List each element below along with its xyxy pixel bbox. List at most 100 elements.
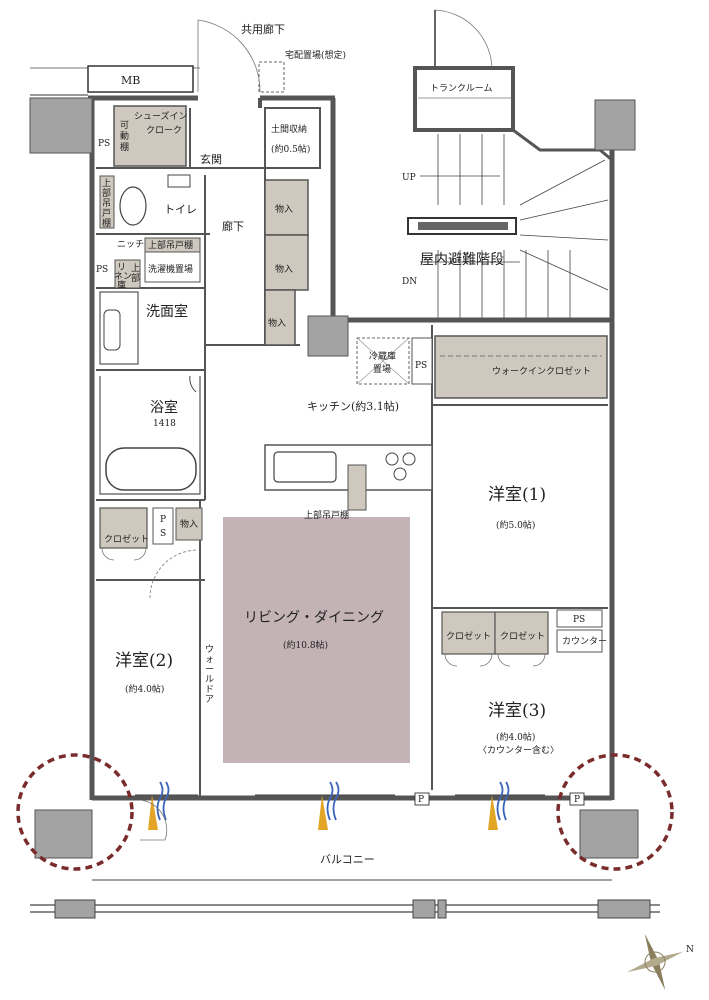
room2-ps-box [152, 507, 174, 545]
room3-closet-doors [444, 653, 546, 667]
label-closet-r1: クロゼット [446, 630, 491, 642]
label-living-size: (約10.8帖) [283, 639, 328, 651]
balcony-post-right [597, 899, 651, 919]
balcony-post-mid [412, 899, 436, 919]
label-upper-small-1: 上 [131, 263, 140, 274]
label-wall-door-2: ォ [205, 655, 214, 665]
label-room3-size: (約4.0帖) [496, 731, 535, 743]
label-storage-3: 物入 [268, 317, 286, 329]
label-ps-top: PS [98, 139, 110, 149]
label-counter: カウンター [562, 636, 607, 647]
balcony-door-swing [139, 799, 168, 841]
column-top-left [29, 97, 93, 154]
label-storage-living: 物入 [180, 518, 198, 530]
label-upper-toilet-3: 吊 [102, 198, 111, 209]
storage-2-box [264, 234, 309, 291]
label-upper-toilet-2: 部 [102, 187, 111, 199]
column-mid [307, 315, 349, 357]
label-upper-toilet-5: 棚 [102, 217, 111, 229]
stove-burners [385, 452, 416, 481]
label-up: UP [402, 173, 416, 183]
column-bottom-left [34, 809, 93, 859]
shoes-in-cloak-box [113, 105, 187, 167]
room2-closet-doors [101, 547, 147, 561]
label-earth-storage: 土間収納 [271, 123, 307, 135]
label-fridge-2: 置場 [373, 363, 391, 375]
room2-closet-box [99, 507, 148, 549]
label-mb: MB [121, 74, 140, 87]
label-niche: ニッチ [117, 239, 144, 250]
label-kitchen: キッチン(約3.1帖) [307, 399, 399, 413]
label-wall-door-6: ア [205, 695, 214, 705]
fridge-cross-2 [356, 337, 410, 385]
label-wall-door-5: ド [205, 685, 214, 695]
toilet-upper-cabinet [99, 175, 115, 229]
label-wall-door-3: ー [205, 665, 214, 675]
label-room1: 洋室(1) [488, 485, 546, 505]
label-trunk-room: トランクルーム [430, 83, 492, 94]
label-bath-size: 1418 [153, 419, 176, 429]
bath-wall [99, 376, 201, 495]
room3-closet-left-box [441, 611, 496, 655]
label-living: リビング・ダイニング [244, 610, 384, 626]
room3-ps-box [556, 609, 603, 628]
label-p2: P [574, 795, 580, 805]
label-storage-1: 物入 [275, 203, 293, 215]
room3-closet-right-box [494, 611, 549, 655]
label-room2: 洋室(2) [115, 651, 173, 671]
balcony-post-left [54, 899, 96, 919]
label-room2-size: (約4.0帖) [125, 683, 164, 695]
balcony-post-mid2 [437, 899, 447, 919]
flame-icon [148, 795, 498, 830]
label-storage-2: 物入 [275, 263, 293, 275]
highlight-circle-left [16, 753, 134, 871]
label-fridge-1: 冷蔵庫 [369, 350, 396, 362]
label-room1-size: (約5.0帖) [496, 519, 535, 531]
label-earth-storage-size: (約0.5帖) [271, 143, 310, 155]
compass-icon [626, 933, 684, 991]
storage-1-box [264, 179, 309, 236]
label-room3: 洋室(3) [488, 701, 546, 721]
label-linen-1: リ [117, 263, 126, 273]
label-ps-right: PS [573, 615, 585, 625]
label-shoes-in: シューズイン [134, 110, 188, 122]
label-ps-kitchen: PS [415, 361, 427, 371]
label-laundry: 洗濯機置場 [148, 263, 193, 275]
label-toilet: トイレ [164, 203, 197, 216]
label-common-corridor: 共用廊下 [241, 22, 285, 36]
label-walkin-closet: ウォークインクロゼット [492, 365, 591, 377]
label-cloak: クローク [146, 125, 182, 136]
storage-3-box [264, 289, 296, 346]
bathtub [105, 447, 197, 491]
label-movable-1: 可 [120, 120, 129, 131]
entrance-door-swing [197, 19, 261, 93]
delivery-box-area [258, 61, 285, 93]
kitchen-sink [273, 451, 337, 483]
living-storage-box [175, 507, 203, 541]
linen-box [114, 259, 141, 289]
label-linen-3: 庫 [117, 279, 126, 291]
label-ps-mid: PS [96, 265, 108, 275]
label-delivery-box: 宅配置場(想定) [285, 49, 346, 61]
label-closet-room2: クロゼット [104, 533, 149, 545]
label-dn: DN [402, 277, 417, 287]
kitchen-ps-box [411, 337, 433, 385]
label-balcony: バルコニー [320, 853, 375, 866]
room2-door-swing [149, 549, 199, 599]
label-stairs: 屋内避難階段 [420, 252, 504, 268]
label-movable-2: 動 [120, 131, 129, 142]
room3-counter-box [556, 629, 603, 653]
label-upper-small-2: 部 [131, 272, 140, 284]
label-washroom: 洗面室 [146, 303, 188, 320]
label-ps-left-1: P [160, 515, 166, 525]
earth-storage [264, 107, 321, 169]
kitchen-upper-cabinet [347, 464, 367, 511]
label-closet-r2: クロゼット [500, 630, 545, 642]
label-bath: 浴室 [150, 399, 178, 416]
label-wall-door-1: ウ [205, 644, 214, 655]
label-linen-2: ネン [114, 271, 132, 282]
label-wall-door-4: ル [205, 675, 214, 685]
laundry-machine-place [144, 251, 201, 283]
mb-box [87, 65, 194, 93]
